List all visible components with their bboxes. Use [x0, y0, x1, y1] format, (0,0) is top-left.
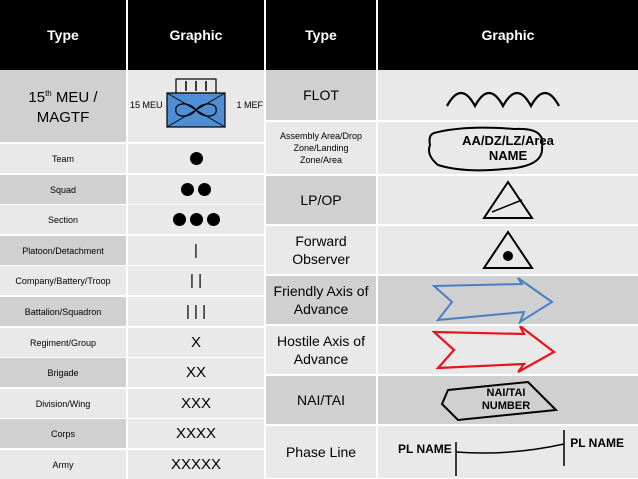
echelon-type: Corps — [0, 419, 126, 448]
echelon-dot — [189, 152, 203, 165]
meu-type-cell: 15th MEU / MAGTF — [0, 70, 126, 142]
echelon-graphic — [128, 175, 264, 204]
assembly-area-label-2: NAME — [488, 148, 528, 163]
forward-observer-type: Forward Observer — [266, 226, 376, 274]
echelon-graphic: XX — [128, 358, 264, 387]
lpop-type: LP/OP — [266, 176, 376, 224]
friendly-arrow-symbol — [432, 277, 554, 324]
echelon-graphic: | — [128, 236, 264, 265]
forward-observer-graphic-cell — [378, 226, 638, 274]
flot-wave-symbol — [446, 91, 560, 109]
echelon-type: Platoon/Detachment — [0, 236, 126, 265]
echelon-type: Army — [0, 450, 126, 479]
friendly-axis-type: Friendly Axis of Advance — [266, 276, 376, 324]
left-header-type: Type — [0, 0, 126, 70]
assembly-area-type: Assembly Area/Drop Zone/Landing Zone/Are… — [266, 122, 376, 174]
echelon-graphic: XXXXX — [128, 450, 264, 479]
echelon-dot — [206, 213, 220, 226]
echelon-type: Company/Battery/Troop — [0, 266, 126, 295]
nai-tai-graphic-cell: NAI/TAI NUMBER — [378, 376, 638, 424]
meu-graphic-cell: 15 MEU 1 MEF — [128, 70, 264, 142]
echelon-graphic: XXX — [128, 389, 264, 418]
echelon-graphic: | | — [128, 266, 264, 295]
flot-graphic-cell — [378, 70, 638, 120]
nai-tai-shape — [440, 380, 559, 422]
echelon-graphic: | | | — [128, 297, 264, 326]
meu-unit-symbol — [166, 78, 226, 128]
echelon-dot — [198, 183, 211, 196]
assembly-area-label-1: AA/DZ/LZ/Area — [462, 133, 554, 148]
echelon-graphic: XXXX — [128, 419, 264, 448]
echelon-type: Squad — [0, 175, 126, 204]
echelon-type: Division/Wing — [0, 389, 126, 418]
hostile-axis-type: Hostile Axis of Advance — [266, 326, 376, 374]
echelon-type: Brigade — [0, 358, 126, 387]
hostile-arrow-symbol — [432, 326, 557, 373]
nai-tai-type: NAI/TAI — [266, 376, 376, 424]
forward-observer-symbol — [482, 230, 534, 269]
echelon-dot — [189, 213, 203, 226]
left-header-graphic: Graphic — [128, 0, 264, 70]
nai-tai-label-2: NUMBER — [481, 400, 531, 412]
meu-right-label: 1 MEF — [236, 100, 263, 110]
echelon-type: Team — [0, 144, 126, 173]
phase-line-label-right: PL NAME — [570, 436, 624, 450]
assembly-area-outline — [428, 126, 544, 172]
echelon-graphic: X — [128, 328, 264, 357]
echelon-type: Section — [0, 205, 126, 234]
echelon-dot — [181, 183, 194, 196]
phase-line-graphic-cell: PL NAME PL NAME — [378, 426, 638, 478]
nai-tai-label-1: NAI/TAI — [486, 387, 526, 399]
right-header-graphic: Graphic — [378, 0, 638, 70]
meu-left-label: 15 MEU — [130, 100, 163, 110]
phase-line-label-left: PL NAME — [398, 442, 452, 456]
right-header-type: Type — [266, 0, 376, 70]
phase-line-type: Phase Line — [266, 426, 376, 478]
lpop-triangle-symbol — [482, 180, 534, 219]
echelon-type: Battalion/Squadron — [0, 297, 126, 326]
echelon-graphic — [128, 144, 264, 173]
friendly-axis-graphic-cell — [378, 276, 638, 324]
echelon-dot — [172, 213, 186, 226]
flot-type: FLOT — [266, 70, 376, 120]
lpop-graphic-cell — [378, 176, 638, 224]
phase-line-symbol — [455, 430, 565, 476]
echelon-type: Regiment/Group — [0, 328, 126, 357]
echelon-graphic — [128, 205, 264, 234]
hostile-axis-graphic-cell — [378, 326, 638, 374]
assembly-area-graphic-cell: AA/DZ/LZ/Area NAME — [378, 122, 638, 174]
